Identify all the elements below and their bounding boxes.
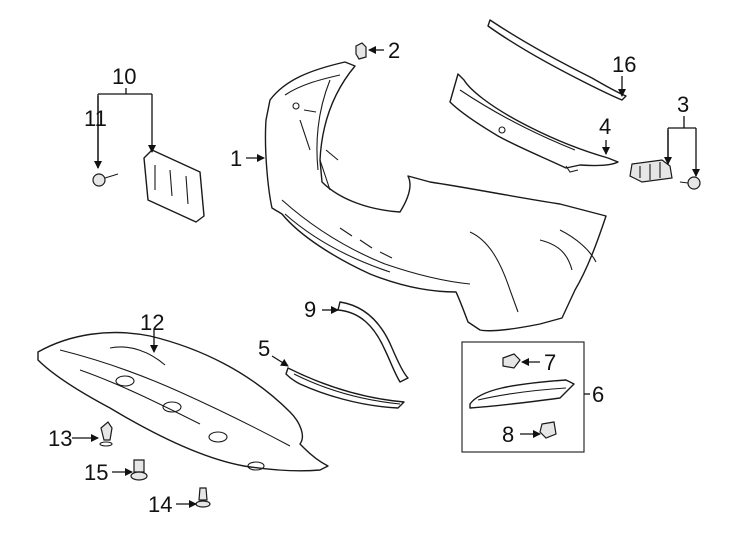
callout-4: 4	[599, 114, 611, 139]
clip-part-2	[355, 42, 367, 60]
screw-part-14	[195, 487, 211, 508]
callout-13: 13	[48, 426, 72, 451]
trim-part-9	[337, 301, 409, 383]
callout-2: 2	[388, 38, 400, 63]
bolt-part-15	[130, 459, 148, 481]
callout-16: 16	[612, 52, 636, 77]
license-bracket-part-10	[143, 149, 205, 223]
molding-part-5	[285, 367, 405, 409]
callout-labels: 1 2 3 4 5 6 7 8 9 10 11 12 13 14 15 16	[48, 38, 689, 517]
bracket-part-3	[629, 159, 701, 190]
callout-12: 12	[140, 310, 164, 335]
callout-3: 3	[677, 92, 689, 117]
bumper-cover-part-1	[264, 61, 607, 332]
kit-box-part-6	[461, 341, 585, 453]
callout-8: 8	[502, 422, 514, 447]
screw-part-11	[92, 173, 119, 187]
callout-11: 11	[84, 106, 107, 131]
molding-strip-part-16	[487, 19, 627, 101]
callout-7: 7	[544, 350, 556, 375]
leader-lines	[72, 46, 696, 508]
callout-6: 6	[592, 382, 604, 407]
callout-14: 14	[148, 492, 172, 517]
callout-15: 15	[84, 460, 108, 485]
callout-5: 5	[258, 336, 270, 361]
clip-part-13	[99, 421, 113, 447]
upper-panel-part-4	[449, 73, 619, 173]
callout-10: 10	[112, 64, 136, 89]
callout-1: 1	[230, 146, 242, 171]
under-cover-part-12	[37, 331, 329, 472]
callout-9: 9	[304, 297, 316, 322]
